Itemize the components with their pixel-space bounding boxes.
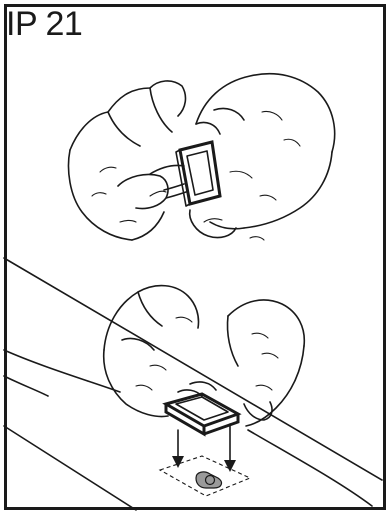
keyhole-icon — [196, 472, 221, 488]
page-title: IP 21 — [6, 6, 82, 42]
lower-mounting-illustration — [4, 258, 382, 510]
upper-hands-illustration — [69, 74, 335, 240]
